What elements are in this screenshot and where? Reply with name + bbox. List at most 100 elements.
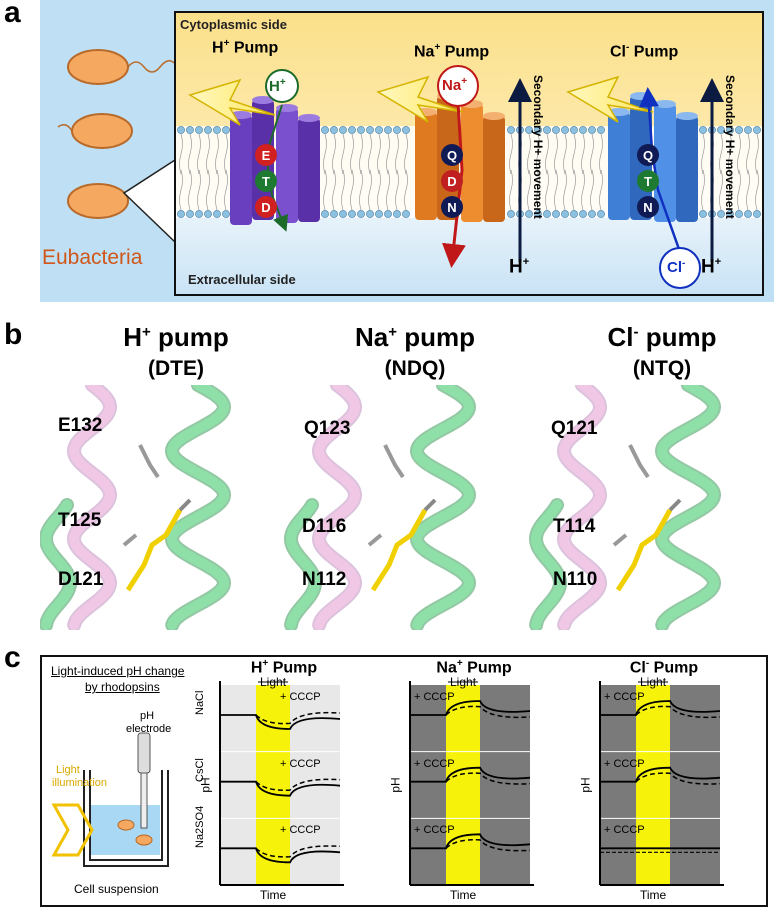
chart-title-charge: +: [262, 658, 269, 669]
h-pump-protein: [230, 96, 320, 225]
pump-chart-1: [409, 681, 534, 886]
panel-letter-c: c: [4, 641, 21, 674]
beaker-apparatus: [51, 732, 169, 867]
electrode-label-2: electrode: [126, 723, 172, 735]
residue-circle: [255, 144, 277, 166]
panel-letter-b: b: [4, 318, 23, 351]
light-bolt-icon: [188, 78, 276, 126]
cl-pump-title: Cl- Pump: [610, 42, 679, 61]
chart-title: H+ Pump: [214, 658, 354, 677]
h-out-label-1: H+: [509, 256, 530, 278]
residue-label: N110: [553, 569, 598, 590]
salt-label: NaCl: [194, 690, 206, 715]
time-axis-label: Time: [260, 888, 287, 902]
retinal-stick: [367, 444, 437, 592]
pump-chart-2: [599, 681, 724, 886]
cl-ion-label: Cl-: [667, 258, 686, 276]
cccp-label: + CCCP: [414, 824, 455, 837]
residue-letter: E: [262, 148, 271, 163]
panel-b-title-charge: +: [142, 323, 151, 341]
light-illum-label-1: Light: [56, 764, 80, 776]
ph-axis-label: pH: [578, 777, 593, 793]
panel-b-title-text: H: [123, 322, 142, 352]
light-bolt-icon: [566, 75, 654, 123]
chart-title-text: H: [250, 659, 263, 677]
chart-title-suffix: Pump: [649, 659, 699, 677]
electrode-label-1: pH: [140, 710, 155, 722]
light-label: Light: [260, 675, 287, 689]
h-pump-title: H+ Pump: [212, 38, 279, 57]
h-ion-label: H+: [269, 77, 286, 95]
panel-letter-a: a: [4, 0, 21, 29]
secondary-h-label-2: Secondary H+ movement: [723, 75, 737, 219]
panel-b-title-text: Cl: [607, 322, 634, 352]
panel-b-title-2: Cl- pump: [582, 322, 742, 353]
panel-c-figure: [40, 655, 768, 907]
panel-b-title-0: H+ pump: [96, 322, 256, 353]
eubacteria-label: Eubacteria: [42, 246, 143, 269]
light-label: Light: [640, 675, 667, 689]
panel-b-title-1: Na+ pump: [335, 322, 495, 353]
panel-b-motif: (DTE): [148, 357, 204, 380]
residue-circle: [441, 170, 463, 192]
residue-label: E132: [58, 415, 103, 436]
residue-letter: Q: [643, 148, 653, 163]
salt-label: CsCl: [194, 757, 206, 782]
residue-label: D121: [58, 569, 104, 590]
residue-circle: [441, 196, 463, 218]
panel-b-motif: (NTQ): [632, 357, 692, 380]
panel-b-title-text: Na: [354, 322, 389, 352]
residue-circle: [255, 170, 277, 192]
helix-ribbon: [556, 385, 608, 630]
extracellular-side-label: Extracellular side: [188, 272, 296, 287]
na-pump-title: Na+ Pump: [414, 42, 490, 61]
residue-circle: [441, 144, 463, 166]
chart-title-suffix: Pump: [268, 659, 318, 677]
helix-ribbon: [654, 385, 722, 630]
chart-title: Cl- Pump: [594, 658, 734, 677]
cccp-label: + CCCP: [280, 691, 321, 703]
panel-b-title-word: pump: [638, 322, 717, 352]
residue-label: T125: [58, 510, 102, 531]
residue-letter: D: [447, 174, 456, 189]
light-label: Light: [450, 675, 477, 689]
time-axis-label: Time: [640, 888, 667, 902]
panel-b-title-charge: +: [388, 323, 397, 341]
residue-circle: [255, 196, 277, 218]
panel-b-title-word: pump: [397, 322, 475, 352]
cell-suspension-label: Cell suspension: [74, 882, 159, 896]
helix-ribbon: [528, 498, 568, 630]
panel-b-structures: [40, 385, 722, 630]
residue-circle: [637, 196, 659, 218]
cccp-label: + CCCP: [604, 757, 645, 770]
cccp-label: + CCCP: [604, 691, 645, 703]
ph-axis-label: pH: [388, 777, 403, 793]
residue-label: N112: [302, 569, 347, 590]
h-out-label-2: H+: [701, 256, 722, 278]
salt-label: Na2SO4: [194, 806, 206, 849]
residue-letter: T: [644, 174, 652, 189]
helix-ribbon: [164, 385, 232, 630]
residue-label: Q123: [304, 418, 351, 439]
cccp-label: + CCCP: [604, 824, 645, 837]
bacteria-icons: [57, 49, 175, 219]
pump-chart-0: [219, 681, 344, 886]
residue-circle: [637, 170, 659, 192]
chart-title-charge: -: [645, 658, 650, 669]
residue-letter: Q: [447, 148, 457, 163]
residue-letter: D: [261, 200, 270, 215]
light-illum-label-2: illumination: [52, 777, 108, 789]
residue-circle: [637, 144, 659, 166]
light-bolt-icon: [376, 75, 464, 123]
retinal-stick: [612, 444, 682, 592]
cccp-label: + CCCP: [414, 691, 455, 703]
helix-ribbon: [311, 385, 363, 630]
panel-b-title-word: pump: [150, 322, 229, 352]
chart-title: Na+ Pump: [404, 658, 544, 677]
time-axis-label: Time: [450, 888, 477, 902]
helix-ribbon: [66, 385, 118, 630]
helix-ribbon: [40, 498, 78, 630]
inset-title-1: Light-induced pH change: [51, 664, 185, 678]
residue-letter: N: [643, 200, 652, 215]
